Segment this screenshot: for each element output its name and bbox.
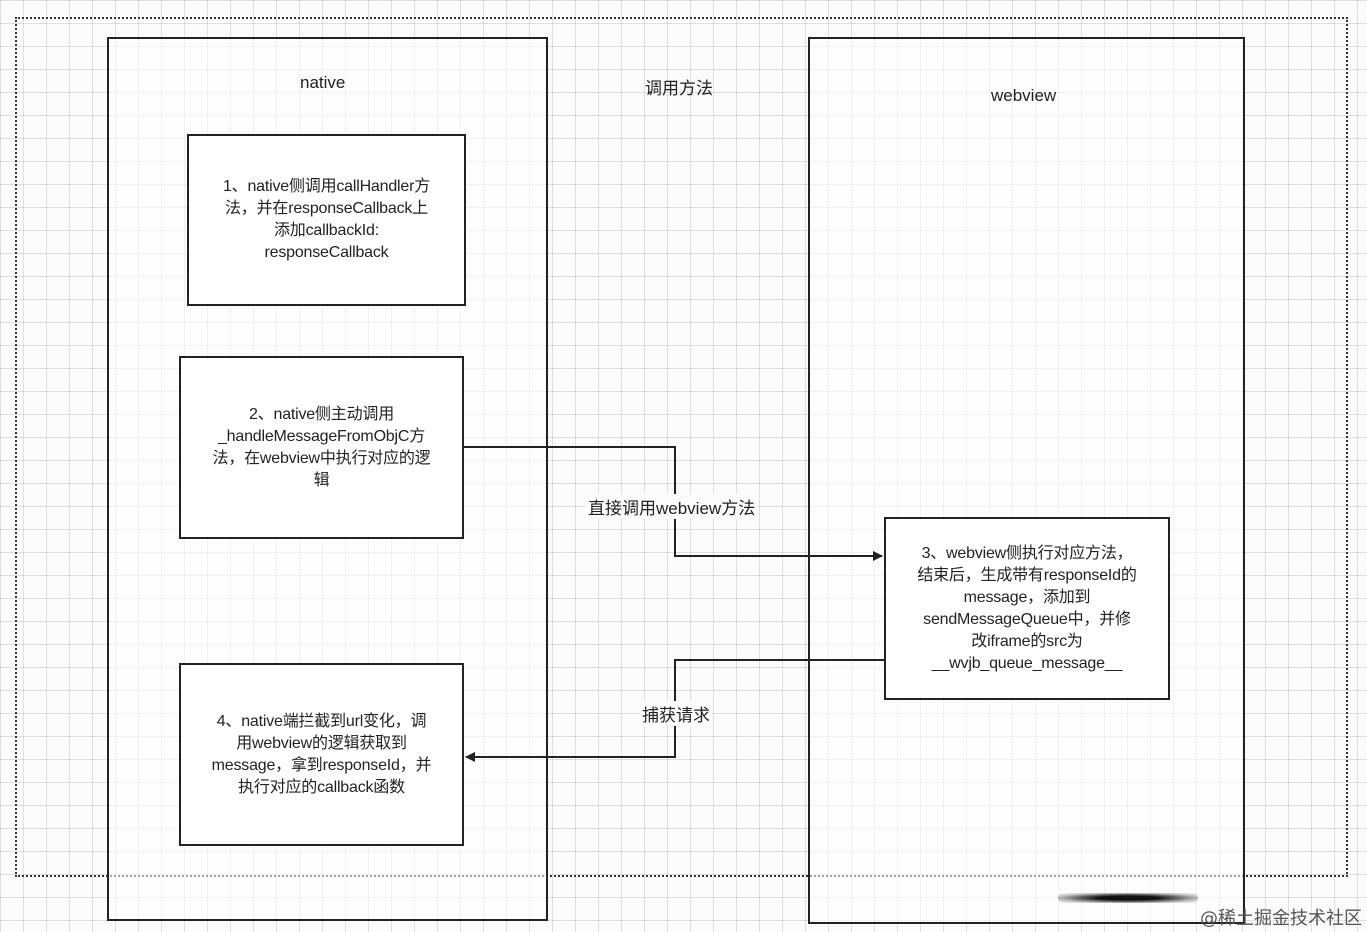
edge-label-call-webview: 直接调用webview方法 bbox=[586, 494, 758, 519]
step-3-text: 3、webview侧执行对应方法， 结束后，生成带有responseId的 me… bbox=[917, 544, 1137, 672]
step-1-text: 1、native侧调用callHandler方 法，并在responseCall… bbox=[222, 178, 431, 261]
edge-label-capture-request: 捕获请求 bbox=[640, 701, 712, 726]
watermark-text: @稀土掘金技术社区 bbox=[1200, 908, 1362, 929]
dotted-container-frame bbox=[15, 17, 1348, 877]
native-lane-title: native bbox=[300, 73, 346, 92]
step-4-text: 4、native端拦截到url变化，调 用webview的逻辑获取到 messa… bbox=[211, 712, 432, 796]
webview-lane-title: webview bbox=[991, 86, 1057, 105]
step-3-box: 3、webview侧执行对应方法， 结束后，生成带有responseId的 me… bbox=[884, 517, 1170, 700]
step-4-box: 4、native端拦截到url变化，调 用webview的逻辑获取到 messa… bbox=[179, 663, 464, 846]
step-2-text: 2、native侧主动调用 _handleMessageFromObjC方 法，… bbox=[212, 405, 431, 489]
step-2-box: 2、native侧主动调用 _handleMessageFromObjC方 法，… bbox=[179, 356, 464, 539]
invoke-method-label: 调用方法 bbox=[645, 79, 713, 98]
step-1-box: 1、native侧调用callHandler方 法，并在responseCall… bbox=[187, 134, 466, 306]
ink-smudge bbox=[1058, 893, 1198, 903]
webview-lane bbox=[808, 37, 1245, 924]
